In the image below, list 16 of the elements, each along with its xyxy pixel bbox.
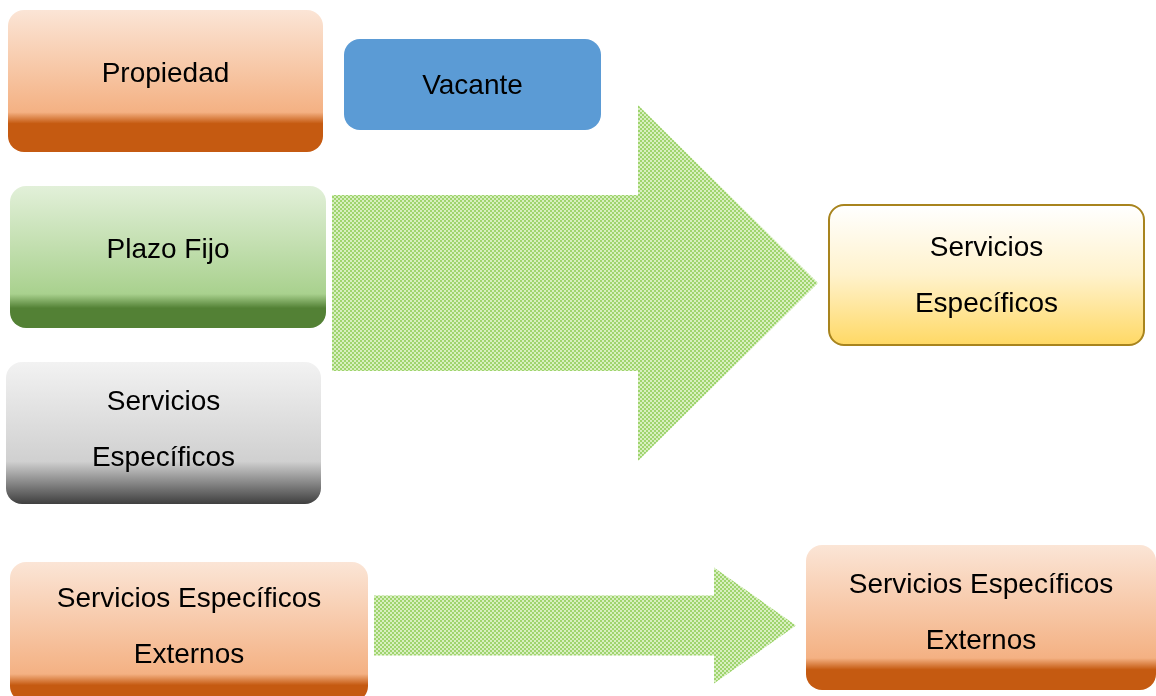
rounded-box	[10, 186, 326, 328]
box-label: Plazo Fijo	[106, 232, 230, 266]
box-label: Vacante	[422, 67, 523, 102]
box-label: Servicios Específicos	[913, 230, 1060, 320]
rounded-box	[806, 545, 1156, 690]
box-label: Servicios Específicos Externos	[847, 566, 1115, 657]
box-label: Propiedad	[101, 56, 230, 90]
rounded-box	[8, 10, 323, 152]
box-label: Servicios Específicos Externos	[55, 581, 323, 671]
box-label: Servicios Específicos	[90, 384, 237, 474]
block-arrow	[374, 567, 796, 684]
block-arrow	[332, 105, 818, 461]
rounded-box	[10, 562, 368, 696]
rounded-box	[6, 362, 321, 504]
rounded-box	[828, 204, 1145, 346]
rounded-box	[344, 39, 601, 130]
